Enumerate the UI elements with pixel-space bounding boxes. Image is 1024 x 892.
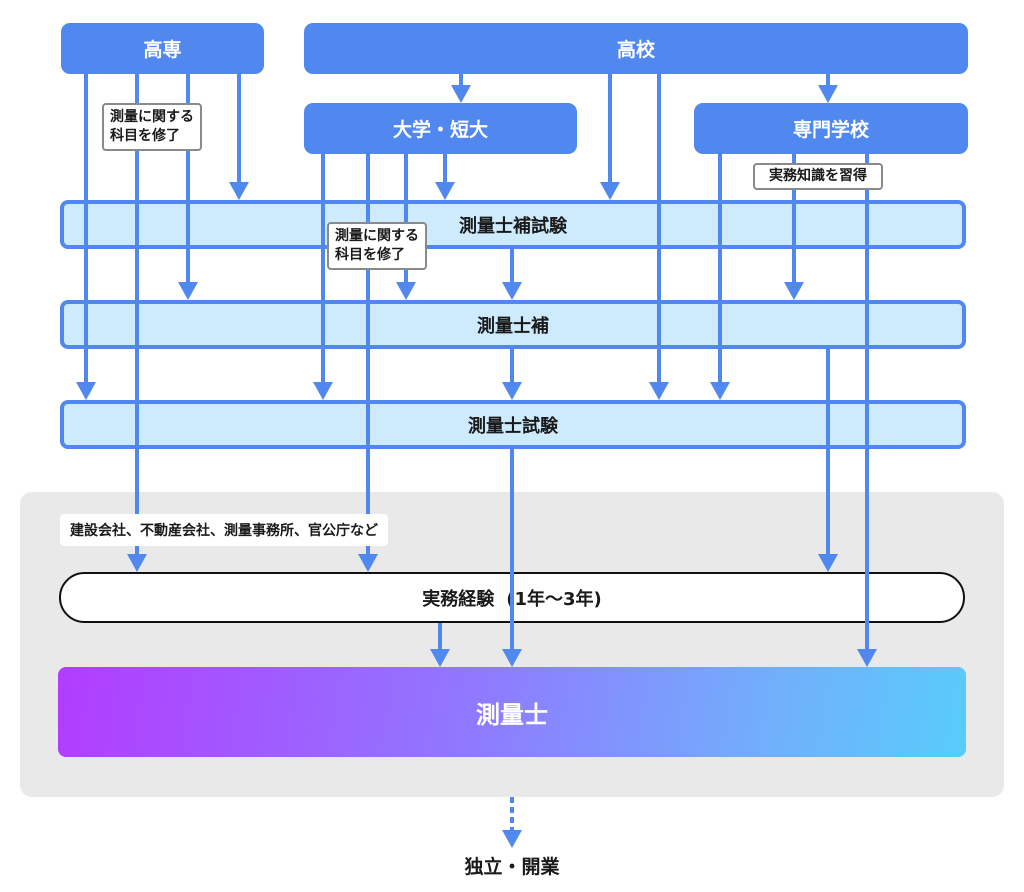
arrow-head-vocational-to-final — [857, 649, 877, 667]
arrow-head-vocational-to-assistant — [784, 282, 804, 300]
arrow-head-highschool-to-vocational — [818, 85, 838, 103]
note-vocational-knowledge: 実務知識を習得 — [753, 163, 883, 190]
employers-label: 建設会社、不動産会社、測量事務所、官公庁など — [60, 514, 388, 546]
step-surveyor-exam: 測量士試験 — [60, 400, 966, 449]
arrow-head-university-to-surveyor-exam — [313, 382, 333, 400]
source-high-school: 高校 — [304, 23, 968, 74]
step-surveyor-exam-label: 測量士試験 — [468, 415, 558, 437]
arrow-head-vocational-to-surveyor-exam — [710, 382, 730, 400]
note-university-course: 測量に関する 科目を修了 — [327, 222, 427, 270]
note-vocational-knowledge-text: 実務知識を習得 — [769, 168, 867, 184]
arrow-head-kosen-to-assistant — [178, 282, 198, 300]
arrow-head-highschool-to-surveyor-exam — [649, 382, 669, 400]
note-university-course-line2: 科目を修了 — [335, 247, 405, 263]
arrow-head-assistant-to-experience — [818, 554, 838, 572]
employers-text: 建設会社、不動産会社、測量事務所、官公庁など — [70, 523, 378, 539]
arrow-head-kosen-to-experience — [127, 554, 147, 572]
arrow-head-highschool-to-university — [451, 85, 471, 103]
step-assistant-surveyor: 測量士補 — [60, 300, 966, 349]
step-assistant-exam-label: 測量士補試験 — [459, 215, 567, 237]
arrow-head-assistant-exam-to-assistant — [502, 282, 522, 300]
source-university: 大学・短大 — [304, 103, 577, 154]
arrow-head-highschool-to-assistant-exam — [600, 182, 620, 200]
step-assistant-surveyor-label: 測量士補 — [477, 315, 549, 337]
arrow-head-experience-to-final — [430, 649, 450, 667]
final-surveyor-box: 測量士 — [58, 667, 966, 757]
final-surveyor-label: 測量士 — [476, 700, 548, 729]
arrow-head-university-to-assistant-exam — [435, 182, 455, 200]
experience-duration: (1年〜3年) — [506, 588, 602, 610]
source-vocational-school: 専門学校 — [694, 103, 968, 154]
experience-label: 実務経験 — [422, 588, 495, 610]
arrow-head-kosen-to-surveyor-exam — [76, 382, 96, 400]
note-kosen-course-line1: 測量に関する — [110, 109, 194, 125]
arrow-head-kosen-to-assistant-exam — [229, 182, 249, 200]
arrow-head-surveyor-exam-to-final — [502, 649, 522, 667]
note-university-course-line1: 測量に関する — [335, 228, 419, 244]
arrow-head-university-to-experience — [358, 554, 378, 572]
note-kosen-course-line2: 科目を修了 — [110, 128, 180, 144]
arrow-head-assistant-to-surveyor-exam — [502, 382, 522, 400]
source-kosen: 高専 — [61, 23, 264, 74]
note-kosen-course: 測量に関する 科目を修了 — [102, 103, 202, 151]
arrow-head-final-to-outcome — [502, 830, 522, 848]
outcome-label: 独立・開業 — [464, 856, 560, 878]
step-assistant-exam: 測量士補試験 — [60, 200, 966, 249]
arrow-head-university-to-assistant — [396, 282, 416, 300]
